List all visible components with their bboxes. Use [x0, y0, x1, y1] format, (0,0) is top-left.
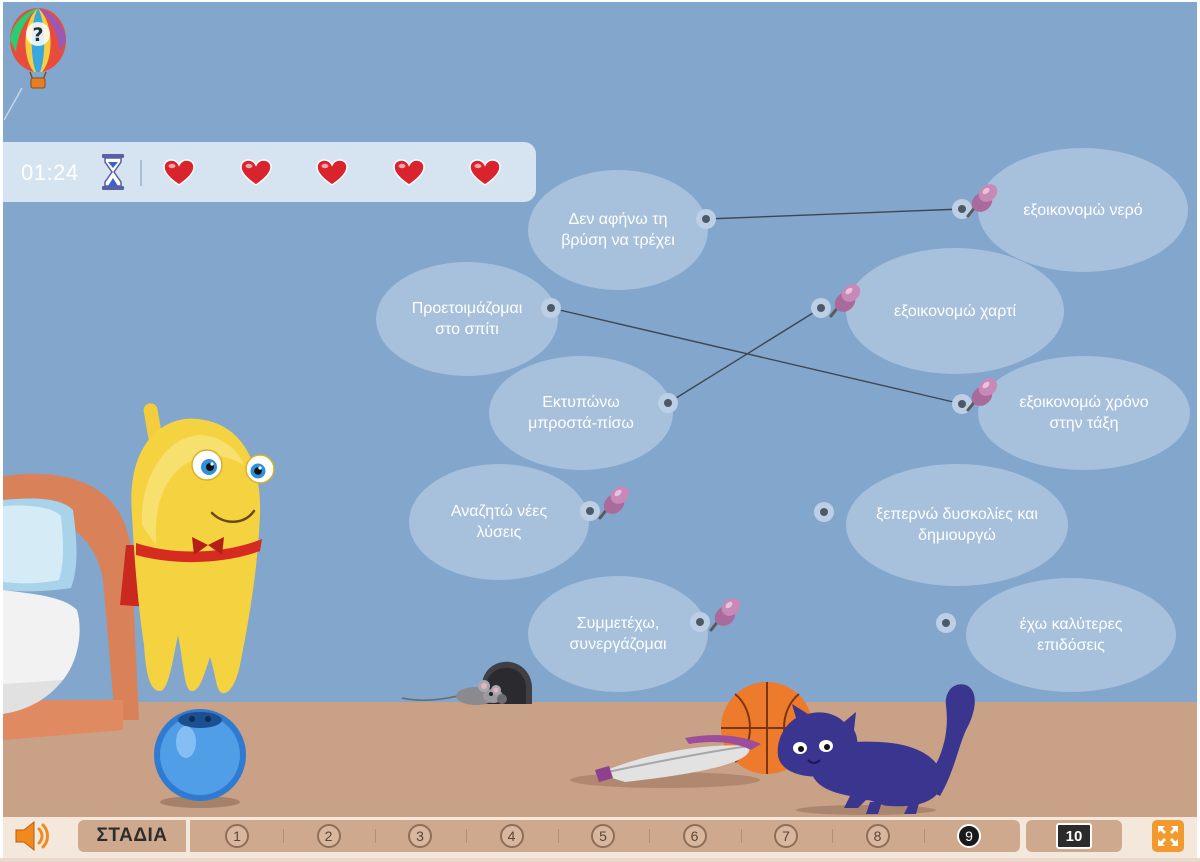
stage-button-5[interactable]: 5: [591, 824, 615, 848]
stage-separator: [923, 829, 925, 843]
left-phrase-bubble-print[interactable]: Εκτυπώνω μπροστά-πίσω: [489, 356, 673, 470]
right-connector-dot-water[interactable]: [952, 199, 972, 219]
stage-button-9[interactable]: 9: [957, 824, 981, 848]
stage-separator: [649, 829, 650, 843]
right-phrase-text: εξοικονομώ νερό: [1023, 201, 1143, 219]
stage-button-4[interactable]: 4: [499, 824, 524, 848]
right-connector-dot-perform[interactable]: [936, 613, 956, 633]
right-phrase-bubble-water[interactable]: εξοικονομώ νερό: [978, 148, 1188, 272]
push-pin-icon[interactable]: [703, 594, 743, 638]
right-phrase-bubble-time[interactable]: εξοικονομώ χρόνο στην τάξη: [978, 356, 1190, 470]
purple-cat-illustration: [777, 684, 975, 815]
stage-button-8[interactable]: 8: [865, 824, 890, 848]
left-connector-dot-cooperate[interactable]: [690, 612, 710, 632]
push-pin-icon[interactable]: [960, 374, 1000, 418]
status-panel: 01:24: [3, 142, 536, 202]
right-phrase-text: εξοικονομώ χρόνο στην τάξη: [1019, 394, 1149, 432]
right-phrase-bubble-create[interactable]: ξεπερνώ δυσκολίες και δημιουργώ: [846, 464, 1068, 586]
heart-icon: [316, 159, 348, 186]
mouse-illustration: [401, 661, 532, 705]
left-connector-dot-solutions[interactable]: [580, 501, 600, 521]
left-phrase-bubble-cooperate[interactable]: Συμμετέχω, συνεργάζομαι: [528, 576, 708, 692]
right-phrase-text: έχω καλύτερες επιδόσεις: [1019, 616, 1123, 654]
left-connector-dot-print[interactable]: [658, 393, 678, 413]
stage-button-2[interactable]: 2: [316, 824, 341, 848]
stage-button-1[interactable]: 1: [225, 824, 249, 848]
fullscreen-arrows-icon[interactable]: [1152, 820, 1184, 852]
right-connector-dot-paper[interactable]: [811, 298, 831, 318]
stage-separator: [466, 829, 467, 843]
svg-text:?: ?: [32, 24, 43, 46]
bottom-border: [0, 858, 1200, 862]
stage-separator: [283, 829, 284, 843]
right-phrase-bubble-paper[interactable]: εξοικονομώ χαρτί: [846, 248, 1064, 374]
left-phrase-text: Δεν αφήνω τη βρύση να τρέχει: [561, 211, 675, 249]
timer-display: 01:24: [21, 160, 79, 185]
stage-separator: [374, 829, 376, 843]
status-divider: [140, 160, 142, 186]
stages-label: ΣΤΑΔΙΑ: [96, 825, 168, 846]
push-pin-icon[interactable]: [823, 280, 863, 324]
heart-icon: [392, 159, 425, 186]
left-phrase-text: Εκτυπώνω μπροστά-πίσω: [528, 394, 634, 432]
hourglass-icon: [102, 154, 124, 190]
stage-separator: [832, 829, 833, 843]
left-phrase-bubble-home[interactable]: Προετοιμάζομαι στο σπίτι: [376, 262, 558, 376]
left-connector-dot-faucet[interactable]: [696, 209, 716, 229]
blue-ball-illustration: [154, 709, 246, 808]
toy-board-illustration: [570, 735, 761, 788]
push-pin-icon[interactable]: [960, 180, 1000, 224]
left-phrase-bubble-solutions[interactable]: Αναζητώ νέες λύσεις: [409, 464, 589, 580]
sound-speaker-icon[interactable]: [12, 818, 52, 854]
yellow-monster-character: [120, 403, 275, 694]
stage-button-3[interactable]: 3: [408, 824, 432, 848]
left-connector-dot-home[interactable]: [541, 298, 561, 318]
stage-button-10[interactable]: 10: [1056, 823, 1092, 849]
right-phrase-bubble-perform[interactable]: έχω καλύτερες επιδόσεις: [966, 578, 1176, 692]
bed-illustration: [3, 473, 139, 740]
left-phrase-text: Συμμετέχω, συνεργάζομαι: [569, 615, 667, 653]
heart-icon: [239, 159, 272, 186]
stages-label-box: ΣΤΑΔΙΑ: [78, 820, 186, 852]
right-phrase-text: ξεπερνώ δυσκολίες και δημιουργώ: [876, 506, 1038, 544]
left-phrase-bubble-faucet[interactable]: Δεν αφήνω τη βρύση να τρέχει: [528, 170, 708, 290]
stage-button-6[interactable]: 6: [682, 824, 707, 848]
push-pin-icon[interactable]: [592, 482, 632, 526]
stage-button-7[interactable]: 7: [774, 824, 798, 848]
right-connector-dot-create[interactable]: [814, 502, 834, 522]
heart-icon: [469, 159, 501, 186]
stage-separator: [740, 829, 742, 843]
stage-separator: [557, 829, 559, 843]
help-balloon-icon[interactable]: ?: [4, 4, 72, 122]
left-phrase-text: Αναζητώ νέες λύσεις: [450, 503, 548, 541]
left-phrase-text: Προετοιμάζομαι στο σπίτι: [411, 300, 523, 338]
right-phrase-text: εξοικονομώ χαρτί: [893, 302, 1017, 320]
heart-icon: [163, 159, 195, 186]
